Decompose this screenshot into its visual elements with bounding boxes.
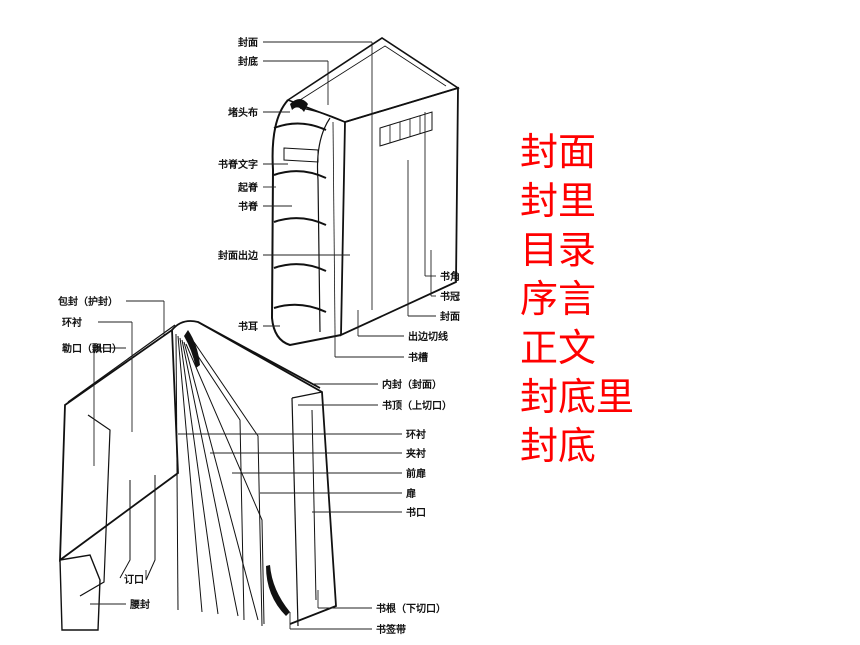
open-book-illustration [59,320,337,631]
list-item: 正文 [520,326,597,370]
label-bottom-edge: 书根（下切口） [376,602,446,615]
label-top-cover: 封面 [238,36,258,49]
label-jacket: 包封（护封） [58,295,118,308]
label-headband: 堵头布 [228,106,258,119]
label-inner-cover: 内封（封面） [382,378,442,391]
label-front-flyleaf: 前扉 [406,467,426,480]
label-cover-overhang: 封面出边 [218,249,259,262]
label-corner: 书角 [440,270,460,283]
label-ribbon: 书签带 [376,623,406,636]
list-item: 目录 [520,228,597,272]
book-parts-list: 封面 封里 目录 序言 正文 封底里 封底 [520,128,634,471]
label-top-back-cover: 封底 [238,55,258,68]
list-item: 封底里 [520,375,635,419]
label-top-edge: 书顶（上切口） [382,399,452,412]
leader-lines [90,41,436,630]
label-left-endpaper: 环衬 [62,316,82,329]
list-item: 封底 [520,424,597,468]
label-flyleaf: 扉 [405,487,416,500]
list-item: 序言 [520,277,597,321]
label-gutter: 订口 [124,573,144,586]
list-item: 封里 [520,179,597,223]
closed-book-illustration [270,37,460,347]
label-insert-sheet: 夹衬 [406,447,426,460]
diagram-labels: 封面 封底 堵头布 书脊文字 起脊 书脊 封面出边 书耳 书角 书冠 封面 出边… [58,36,460,636]
label-joint-groove: 书槽 [408,351,428,364]
label-hinge: 书耳 [238,320,258,333]
label-raised-band: 起脊 [237,181,259,194]
label-crown: 书冠 [440,290,460,303]
label-right-cover: 封面 [440,310,460,323]
list-item: 封面 [520,130,597,174]
label-fore-edge: 书口 [406,506,426,519]
label-spine: 书脊 [238,200,259,213]
label-spine-title: 书脊文字 [218,158,258,171]
label-trim-line: 出边切线 [408,330,448,343]
label-flap: 勒口（飘口） [62,342,122,355]
label-endpaper: 环衬 [406,428,426,441]
label-belly-band: 腰封 [129,598,150,611]
